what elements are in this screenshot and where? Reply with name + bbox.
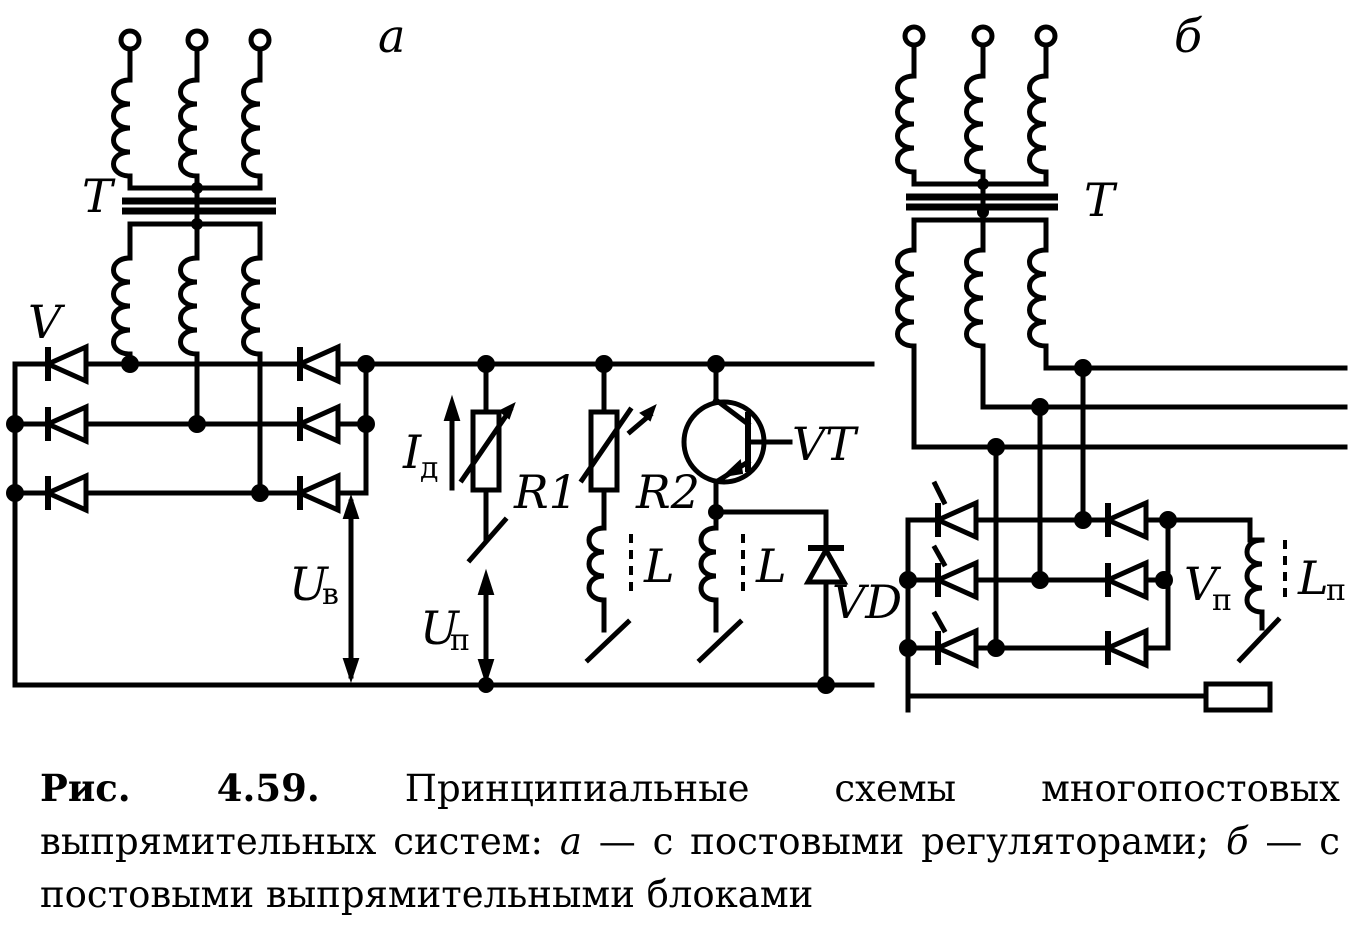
secondary-winding-a3 — [244, 258, 261, 354]
rectifier-bridge-b — [931, 480, 1146, 665]
label-u-post-sub: п — [450, 623, 470, 658]
label-u-post: U — [420, 601, 461, 655]
label-vt: VT — [792, 417, 859, 471]
caption-letter-a: а — [559, 820, 582, 863]
secondary-winding-a2 — [181, 258, 198, 354]
caption-text-3: — с постовыми выпрямительными блоками — [40, 820, 1341, 916]
label-r1: R1 — [513, 465, 578, 519]
terminal-a2 — [185, 28, 209, 52]
label-l2: L — [755, 539, 787, 593]
label-transformer-a: T — [82, 169, 116, 223]
circuit-diagram: T V а U — [6, 9, 1348, 713]
load-resistor — [1203, 681, 1273, 713]
label-current: I — [402, 425, 422, 479]
caption-label: Рис. 4.59. — [40, 766, 320, 810]
primary-winding-a2 — [181, 80, 198, 176]
inductor-l2 — [701, 528, 716, 600]
caption-text-1: Принципиальные схемы многопостовых выпря… — [40, 767, 1340, 863]
primary-winding-b1 — [898, 76, 915, 172]
label-r2: R2 — [635, 465, 700, 519]
label-u-rect-sub: в — [322, 577, 339, 612]
label-rectifier-a: V — [28, 295, 66, 349]
label-lp-sub: п — [1326, 573, 1346, 608]
secondary-winding-b2 — [967, 250, 984, 346]
caption-letter-b: б — [1225, 820, 1249, 863]
primary-winding-b3 — [1030, 76, 1047, 172]
secondary-winding-a1 — [114, 258, 131, 354]
primary-winding-b2 — [967, 76, 984, 172]
primary-winding-a1 — [114, 80, 131, 176]
inductor-lp — [1247, 540, 1262, 612]
terminal-b2 — [971, 24, 995, 48]
primary-winding-a3 — [244, 80, 261, 176]
label-lp: L — [1297, 551, 1329, 605]
label-l1: L — [643, 539, 675, 593]
panel-letter-b: б — [1174, 9, 1203, 63]
secondary-winding-b1 — [898, 250, 915, 346]
inductor-l1 — [589, 528, 604, 600]
terminal-b3 — [1034, 24, 1058, 48]
panel-letter-a: а — [378, 9, 405, 63]
label-vd: VD — [832, 575, 902, 629]
label-rectifier-b-sub: п — [1212, 583, 1232, 618]
panel-a: T V а U — [6, 9, 902, 694]
panel-b: T б — [898, 9, 1348, 713]
label-u-rect: U — [289, 557, 330, 611]
terminal-a3 — [248, 28, 272, 52]
secondary-winding-b3 — [1030, 250, 1047, 346]
figure-caption: Рис. 4.59. Принципиальные схемы многопос… — [40, 762, 1340, 921]
terminal-a1 — [118, 28, 142, 52]
label-current-sub: д — [420, 451, 438, 486]
terminal-b1 — [902, 24, 926, 48]
caption-text-2: — с постовыми регуляторами; — [581, 820, 1226, 863]
label-transformer-b: T — [1084, 173, 1118, 227]
resistor-r1 — [470, 409, 502, 493]
label-rectifier-b: V — [1184, 557, 1222, 611]
